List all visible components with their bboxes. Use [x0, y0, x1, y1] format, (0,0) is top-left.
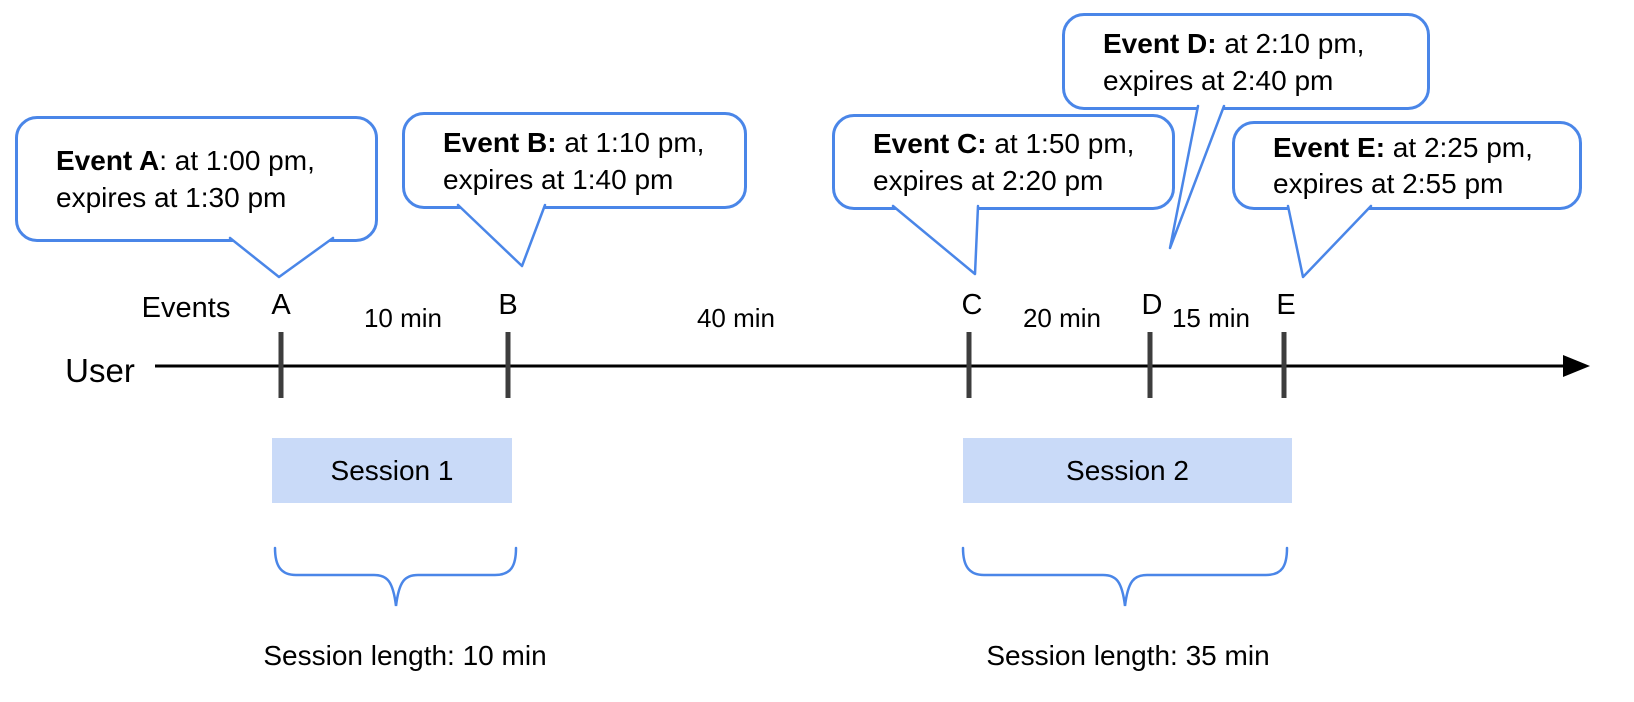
event-d-name: Event D: — [1103, 27, 1217, 59]
event-c-letter: C — [961, 289, 983, 321]
session-1-box: Session 1 — [272, 438, 512, 503]
gap-label-b-c: 40 min — [696, 303, 776, 333]
event-a-line1: Event A: at 1:00 pm, — [56, 142, 375, 179]
event-e-text: Event E: at 2:25 pm, expires at 2:55 pm — [1235, 130, 1579, 202]
event-b-bubble: Event B: at 1:10 pm, expires at 1:40 pm — [402, 112, 747, 209]
event-e-name: Event E: — [1273, 131, 1386, 163]
session-2-length-label: Session length: 35 min — [986, 640, 1270, 671]
session-1-length-label: Session length: 10 min — [263, 640, 547, 671]
event-b-time: at 1:10 pm, — [556, 126, 705, 158]
event-b-line1: Event B: at 1:10 pm, — [443, 124, 744, 161]
event-c-expiry: expires at 2:20 pm — [873, 165, 1104, 196]
event-e-bubble-tail — [1286, 204, 1373, 279]
event-d-letter: D — [1141, 289, 1163, 321]
user-axis-label: User — [65, 352, 135, 389]
event-a-letter: A — [271, 289, 291, 321]
event-a-bubble-tail — [228, 236, 335, 279]
event-e-expiry: expires at 2:55 pm — [1273, 167, 1504, 199]
event-d-line1: Event D: at 2:10 pm, — [1103, 25, 1427, 62]
event-d-bubble: Event D: at 2:10 pm, expires at 2:40 pm — [1062, 13, 1430, 110]
event-c-time: at 1:50 pm, — [986, 128, 1135, 159]
event-c-text: Event C: at 1:50 pm, expires at 2:20 pm — [835, 125, 1172, 199]
event-a-time: : at 1:00 pm, — [159, 145, 315, 176]
event-d-bubble-tail — [1168, 104, 1226, 250]
event-e-time: at 2:25 pm, — [1385, 131, 1533, 163]
event-b-text: Event B: at 1:10 pm, expires at 1:40 pm — [405, 124, 744, 198]
event-b-letter: B — [498, 289, 518, 321]
gap-label-a-b: 10 min — [363, 303, 443, 333]
event-b-expiry: expires at 1:40 pm — [443, 163, 674, 195]
event-a-bubble: Event A: at 1:00 pm, expires at 1:30 pm — [15, 116, 378, 242]
event-e-line1: Event E: at 2:25 pm, — [1273, 130, 1579, 166]
events-axis-label: Events — [141, 292, 231, 324]
session-2-brace — [961, 546, 1289, 607]
event-d-text: Event D: at 2:10 pm, expires at 2:40 pm — [1065, 25, 1427, 99]
gap-label-d-e: 15 min — [1171, 303, 1251, 333]
gap-label-c-d: 20 min — [1022, 303, 1102, 333]
session-1-brace — [273, 546, 518, 607]
event-a-text: Event A: at 1:00 pm, expires at 1:30 pm — [18, 142, 375, 216]
event-e-bubble: Event E: at 2:25 pm, expires at 2:55 pm — [1232, 121, 1582, 210]
event-c-bubble: Event C: at 1:50 pm, expires at 2:20 pm — [832, 114, 1175, 210]
event-c-bubble-tail — [891, 204, 980, 276]
timeline-arrowhead-icon — [1563, 355, 1590, 377]
event-a-expiry: expires at 1:30 pm — [56, 182, 287, 213]
event-d-time: at 2:10 pm, — [1216, 27, 1365, 59]
event-b-bubble-tail — [456, 203, 547, 268]
event-e-letter: E — [1276, 289, 1296, 321]
session-2-box: Session 2 — [963, 438, 1292, 503]
event-c-line1: Event C: at 1:50 pm, — [873, 125, 1172, 162]
event-b-name: Event B: — [443, 126, 557, 158]
event-c-name: Event C: — [873, 128, 987, 159]
event-d-expiry: expires at 2:40 pm — [1103, 64, 1334, 96]
event-a-name: Event A — [56, 145, 160, 176]
